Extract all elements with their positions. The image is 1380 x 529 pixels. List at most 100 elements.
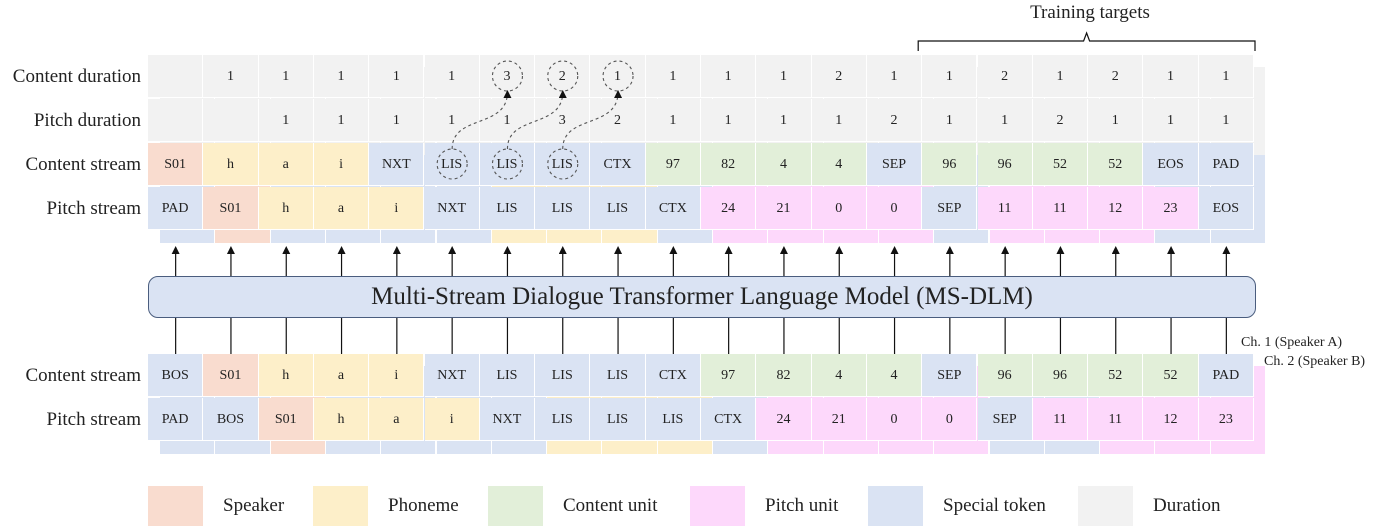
input-cell: BOS bbox=[148, 354, 204, 397]
input-cell: LIS bbox=[590, 398, 646, 441]
legend-swatch bbox=[488, 486, 543, 526]
input-cell: BOS bbox=[203, 398, 259, 441]
output-row-label: Pitch duration bbox=[33, 110, 141, 131]
input-cell: S01 bbox=[203, 354, 259, 397]
input-cell: CTX bbox=[701, 398, 757, 441]
output-cell: 1 bbox=[756, 99, 812, 142]
dashed-curve bbox=[451, 90, 512, 150]
input-cell: LIS bbox=[590, 354, 646, 397]
input-cell: 12 bbox=[1143, 398, 1199, 441]
output-cell: 52 bbox=[1032, 143, 1089, 186]
output-cell: 1 bbox=[922, 55, 978, 98]
input-cell: 11 bbox=[1088, 398, 1144, 441]
input-cell: i bbox=[369, 354, 425, 397]
input-cell: LIS bbox=[535, 354, 591, 397]
legend-swatch bbox=[868, 486, 923, 526]
output-cell: 2 bbox=[866, 99, 923, 142]
output-cell: 0 bbox=[866, 187, 923, 230]
input-cell: 0 bbox=[866, 398, 923, 441]
ms-dlm-model-box: Multi-Stream Dialogue Transformer Langua… bbox=[148, 276, 1256, 318]
dashed-circle bbox=[547, 60, 579, 92]
dashed-circle bbox=[491, 148, 524, 180]
output-cell: 1 bbox=[866, 55, 923, 98]
output-cell: 1 bbox=[369, 55, 425, 98]
output-cell: 1 bbox=[479, 99, 536, 142]
output-row-label: Content duration bbox=[12, 66, 141, 87]
output-cell: 24 bbox=[701, 187, 757, 230]
input-cell: h bbox=[313, 398, 370, 441]
input-cell: 11 bbox=[1032, 398, 1089, 441]
input-cell: S01 bbox=[258, 398, 314, 441]
output-cell: SEP bbox=[866, 143, 923, 186]
legend-label: Special token bbox=[943, 495, 1046, 516]
output-cell: 0 bbox=[811, 187, 867, 230]
legend-label: Duration bbox=[1153, 495, 1221, 516]
output-cell: NXT bbox=[369, 143, 425, 186]
output-cell: 1 bbox=[811, 99, 867, 142]
output-cell: 1 bbox=[369, 99, 425, 142]
dashed-curves bbox=[451, 90, 623, 150]
output-cell: 2 bbox=[1088, 55, 1144, 98]
output-cell: 1 bbox=[645, 99, 701, 142]
dashed-curve bbox=[562, 90, 623, 150]
output-cell: 1 bbox=[1198, 55, 1254, 98]
input-cell: LIS bbox=[479, 354, 536, 397]
output-cell: 1 bbox=[756, 55, 812, 98]
output-cell: 1 bbox=[313, 99, 370, 142]
output-cell bbox=[203, 99, 259, 142]
input-cell: PAD bbox=[1198, 354, 1254, 397]
input-cell: CTX bbox=[645, 354, 701, 397]
legend-swatch bbox=[690, 486, 745, 526]
output-cell: 2 bbox=[977, 55, 1033, 98]
output-cell: 4 bbox=[756, 143, 812, 186]
input-cell: LIS bbox=[535, 398, 591, 441]
output-row-label: Pitch stream bbox=[46, 198, 141, 219]
input-cell: 0 bbox=[922, 398, 978, 441]
output-cell: 11 bbox=[1032, 187, 1089, 230]
output-cell bbox=[148, 55, 204, 98]
input-cell: LIS bbox=[645, 398, 701, 441]
arrows-into-model bbox=[175, 318, 1227, 354]
output-cell: 1 bbox=[424, 55, 480, 98]
output-cell: 1 bbox=[1143, 99, 1199, 142]
output-cell: 2 bbox=[590, 99, 646, 142]
input-cell: 23 bbox=[1198, 398, 1254, 441]
input-cell: 24 bbox=[756, 398, 812, 441]
training-targets-label: Training targets bbox=[1030, 2, 1150, 23]
output-cell: 1 bbox=[203, 55, 259, 98]
legend-label: Phoneme bbox=[388, 495, 459, 516]
input-cell: 96 bbox=[977, 354, 1033, 397]
output-cell: i bbox=[369, 187, 425, 230]
output-cell: h bbox=[203, 143, 259, 186]
output-cell: 1 bbox=[701, 55, 757, 98]
dashed-circle bbox=[547, 148, 579, 180]
output-cell: 1 bbox=[701, 99, 757, 142]
output-cell: CTX bbox=[590, 143, 646, 186]
input-cell: NXT bbox=[424, 354, 480, 397]
legend-label: Pitch unit bbox=[765, 495, 839, 516]
input-cell: 96 bbox=[1032, 354, 1089, 397]
output-cell: PAD bbox=[1198, 143, 1254, 186]
output-cell: NXT bbox=[424, 187, 480, 230]
input-cell: 52 bbox=[1088, 354, 1144, 397]
output-cell: 21 bbox=[756, 187, 812, 230]
output-cell: 1 bbox=[1143, 55, 1199, 98]
input-row-label: Pitch stream bbox=[46, 409, 141, 430]
output-cell: EOS bbox=[1198, 187, 1254, 230]
input-cell: PAD bbox=[148, 398, 204, 441]
output-cell: h bbox=[258, 187, 314, 230]
dashed-circle bbox=[491, 60, 524, 92]
output-cell: LIS bbox=[424, 143, 480, 186]
legend-swatch bbox=[1078, 486, 1133, 526]
output-cell: PAD bbox=[148, 187, 204, 230]
output-cell: 1 bbox=[977, 99, 1033, 142]
input-cell: 82 bbox=[756, 354, 812, 397]
input-cell: 4 bbox=[811, 354, 867, 397]
input-row-label: Content stream bbox=[25, 365, 141, 386]
channel-1-label: Ch. 1 (Speaker A) bbox=[1241, 335, 1343, 350]
output-cell: LIS bbox=[590, 187, 646, 230]
output-cell bbox=[148, 99, 204, 142]
input-cell: h bbox=[258, 354, 314, 397]
output-cell: S01 bbox=[148, 143, 204, 186]
